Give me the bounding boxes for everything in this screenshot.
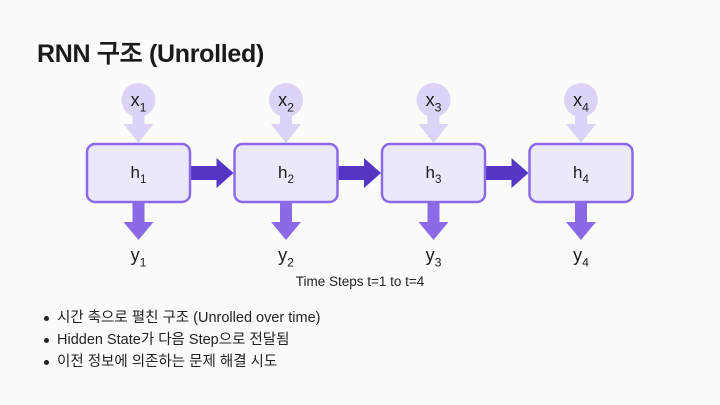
recurrent-arrow: [191, 158, 234, 188]
input-node-circle: [269, 83, 303, 117]
hidden-state-box: [85, 142, 192, 204]
input-node-circle: [416, 83, 451, 117]
input-arrow: [123, 112, 154, 143]
input-node-circle: [564, 83, 598, 117]
output-label: y3: [426, 245, 442, 269]
input-arrow: [566, 112, 596, 143]
output-arrow: [271, 203, 301, 240]
slide-title: RNN 구조 (Unrolled): [37, 40, 264, 68]
output-arrow: [566, 203, 596, 240]
hidden-state-label: h1: [131, 163, 147, 186]
hidden-state-label: h2: [278, 163, 294, 186]
input-label: x4: [573, 90, 589, 114]
bullet-item: 시간 축으로 펼친 구조 (Unrolled over time): [40, 307, 321, 329]
bullet-list: 시간 축으로 펼친 구조 (Unrolled over time) Hidden…: [40, 307, 321, 373]
input-node-circle: [121, 83, 156, 117]
recurrent-arrow: [338, 158, 381, 188]
hidden-state-box: [233, 142, 339, 204]
diagram-caption: Time Steps t=1 to t=4: [295, 274, 425, 289]
hidden-state-box: [380, 142, 487, 204]
hidden-state-label: h4: [573, 163, 589, 186]
output-label: y4: [573, 245, 589, 269]
input-arrow: [271, 112, 301, 143]
hidden-state-label: h3: [426, 163, 442, 186]
output-label: y1: [131, 245, 147, 269]
rnn-diagram: x1 y1 h1 x2 y2 h2 x3 y3 h3 x4 y4 h4: [85, 83, 634, 269]
hidden-state-box: [528, 142, 634, 204]
output-arrow: [418, 203, 449, 240]
input-label: x2: [278, 90, 294, 114]
input-label: x3: [426, 90, 442, 114]
bullet-item: Hidden State가 다음 Step으로 전달됨: [40, 329, 321, 351]
input-label: x1: [131, 90, 147, 114]
input-arrow: [418, 112, 449, 143]
recurrent-arrow: [486, 158, 529, 188]
output-arrow: [123, 203, 154, 240]
output-label: y2: [278, 245, 294, 269]
bullet-item: 이전 정보에 의존하는 문제 해결 시도: [40, 351, 321, 373]
